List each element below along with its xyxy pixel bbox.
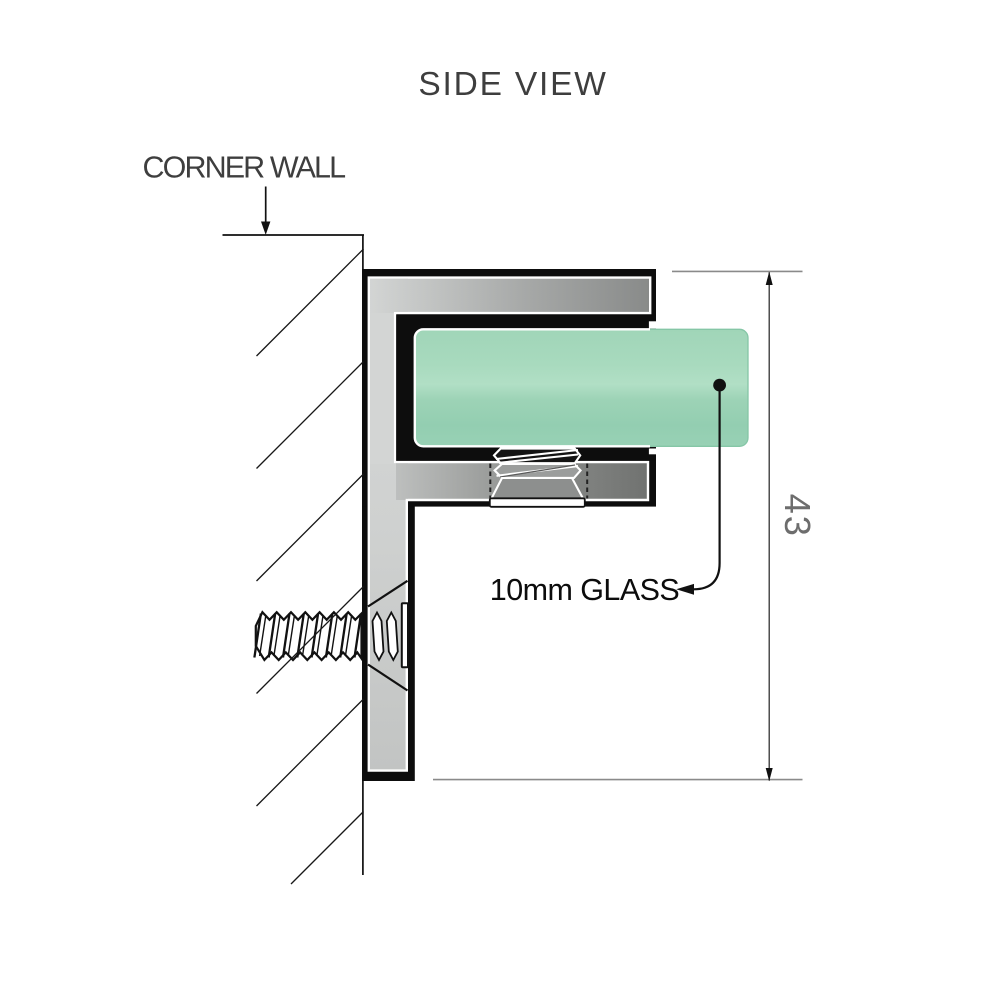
svg-text:SIDE VIEW: SIDE VIEW — [418, 66, 607, 103]
svg-text:43: 43 — [777, 494, 818, 538]
svg-text:10mm GLASS: 10mm GLASS — [490, 573, 679, 607]
svg-text:CORNER WALL: CORNER WALL — [143, 150, 346, 184]
